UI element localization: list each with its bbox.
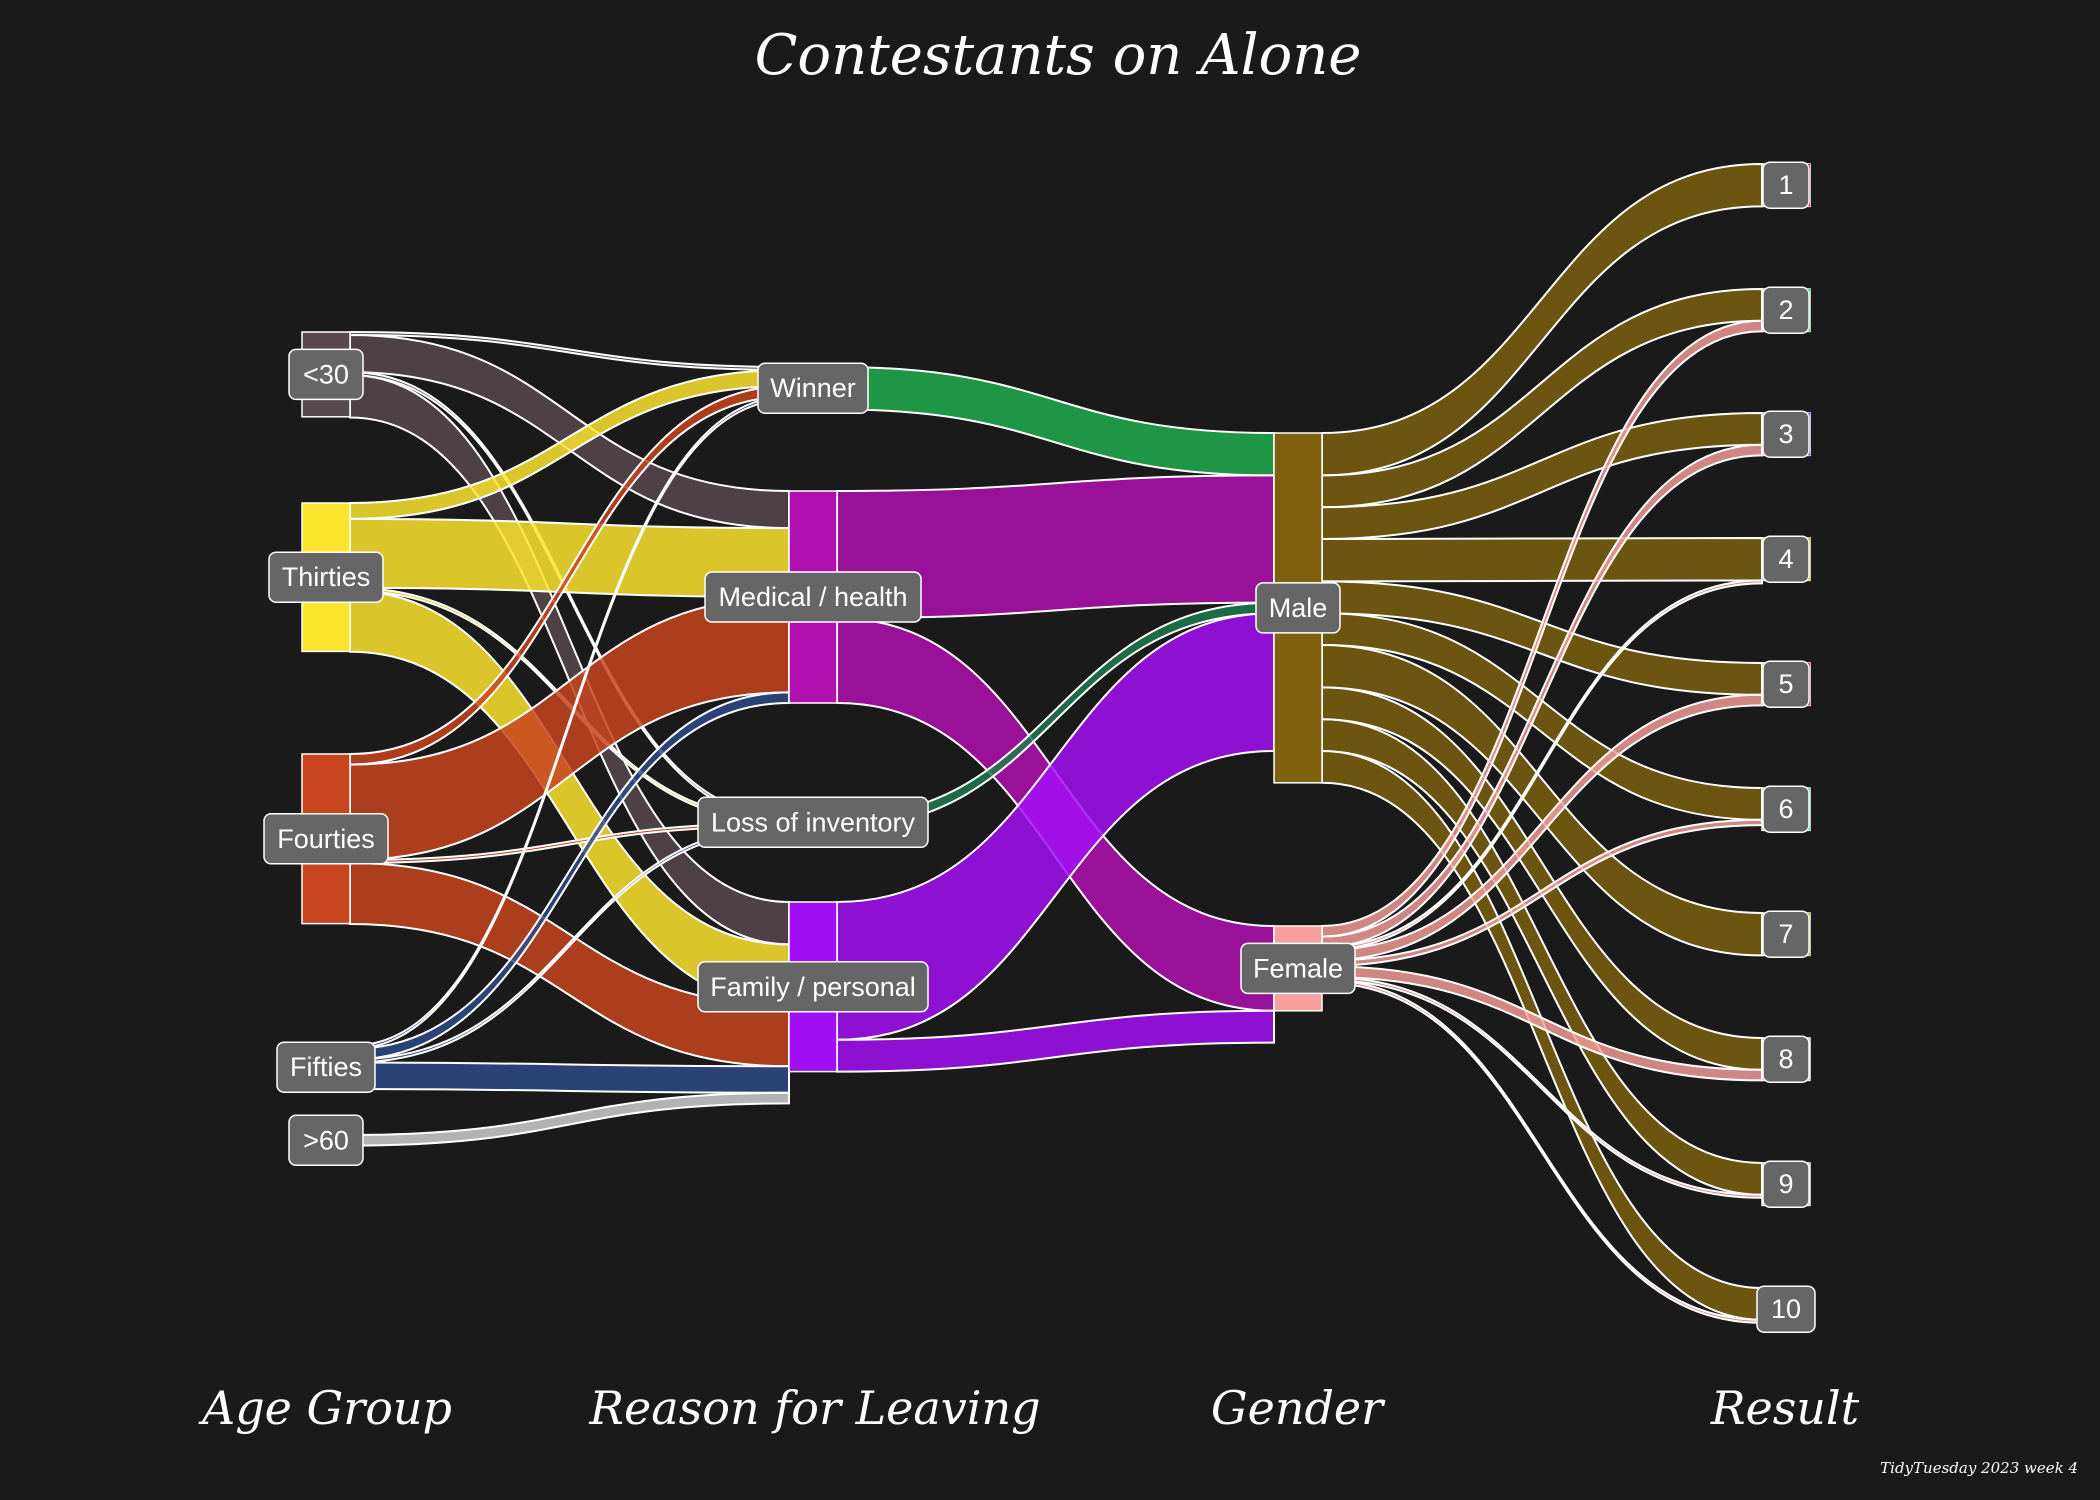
node-label-inventory: Loss of inventory: [697, 796, 929, 849]
node-label-text-r9: 9: [1778, 1169, 1793, 1199]
node-label-r10: 10: [1756, 1285, 1816, 1333]
flow-female-to-r4: [1321, 579, 1763, 952]
node-label-text-sixty: >60: [303, 1125, 349, 1155]
node-label-text-r6: 6: [1778, 794, 1793, 824]
node-label-r8: 8: [1762, 1035, 1810, 1083]
node-label-box-r4: [1762, 535, 1810, 583]
node-label-box-thirties: [268, 551, 384, 603]
node-label-fifties: Fifties: [276, 1041, 376, 1093]
node-label-box-winner: [757, 362, 869, 414]
flow-winner-to-male: [836, 365, 1275, 477]
node-label-box-female: [1240, 942, 1356, 995]
node-label-text-r2: 2: [1778, 295, 1793, 325]
chart-caption: TidyTuesday 2023 week 4: [1880, 1459, 2078, 1477]
node-label-r3: 3: [1762, 410, 1810, 458]
node-label-text-male: Male: [1269, 593, 1328, 623]
node-label-forties: Fourties: [263, 813, 389, 865]
node-label-text-family: Family / personal: [710, 972, 916, 1002]
flow-family-to-female: [836, 1009, 1275, 1073]
node-label-text-thirties: Thirties: [282, 562, 371, 592]
node-label-medical: Medical / health: [704, 571, 922, 623]
node-label-text-winner: Winner: [770, 373, 856, 403]
node-label-box-sixty: [288, 1114, 364, 1167]
node-label-female: Female: [1240, 942, 1356, 995]
node-label-box-forties: [263, 813, 389, 865]
node-label-text-r5: 5: [1778, 669, 1793, 699]
node-label-thirties: Thirties: [268, 551, 384, 603]
sankey-flows: [349, 162, 1763, 1324]
node-label-r2: 2: [1762, 286, 1810, 334]
axis-label-gender: Gender: [1211, 1381, 1386, 1435]
node-label-r4: 4: [1762, 535, 1810, 583]
node-label-box-medical: [704, 571, 922, 623]
node-label-box-r8: [1762, 1035, 1810, 1083]
node-label-text-r7: 7: [1778, 919, 1793, 949]
node-label-u30: <30: [288, 348, 364, 401]
node-label-text-inventory: Loss of inventory: [711, 807, 916, 837]
node-label-r5: 5: [1762, 660, 1810, 708]
node-label-box-r1: [1762, 161, 1810, 209]
node-label-box-fifties: [276, 1041, 376, 1093]
node-label-box-r10: [1756, 1285, 1816, 1333]
node-label-text-r1: 1: [1778, 170, 1793, 200]
node-label-r9: 9: [1762, 1160, 1810, 1208]
node-label-text-r10: 10: [1771, 1294, 1801, 1324]
node-label-box-r5: [1762, 660, 1810, 708]
flow-fifties-to-family: [349, 1061, 790, 1094]
node-label-box-r6: [1762, 785, 1810, 833]
node-label-text-forties: Fourties: [277, 824, 375, 854]
node-label-text-fifties: Fifties: [290, 1052, 362, 1082]
node-label-box-r3: [1762, 410, 1810, 458]
node-label-box-r2: [1762, 286, 1810, 334]
node-label-winner: Winner: [757, 362, 869, 414]
axis-label-result: Result: [1710, 1381, 1860, 1435]
node-label-text-r4: 4: [1778, 544, 1793, 574]
node-label-male: Male: [1255, 582, 1341, 634]
node-label-r1: 1: [1762, 161, 1810, 209]
node-label-text-female: Female: [1253, 953, 1343, 983]
axis-label-age-group: Age Group: [198, 1381, 452, 1435]
node-label-r6: 6: [1762, 785, 1810, 833]
flow-male-to-r4: [1321, 536, 1763, 583]
chart-title: Contestants on Alone: [755, 23, 1362, 88]
node-label-box-inventory: [697, 796, 929, 849]
flow-female-to-r8: [1321, 965, 1763, 1082]
axis-label-reason: Reason for Leaving: [588, 1381, 1040, 1435]
node-label-text-medical: Medical / health: [718, 582, 907, 612]
node-label-box-family: [697, 961, 929, 1013]
node-label-text-u30: <30: [303, 359, 349, 389]
flow-sixty-to-family: [349, 1091, 790, 1147]
node-label-text-r3: 3: [1778, 419, 1793, 449]
node-label-sixty: >60: [288, 1114, 364, 1167]
node-label-box-r7: [1762, 910, 1810, 958]
node-label-text-r8: 8: [1778, 1044, 1793, 1074]
node-label-family: Family / personal: [697, 961, 929, 1013]
node-label-box-male: [1255, 582, 1341, 634]
node-label-box-r9: [1762, 1160, 1810, 1208]
node-label-box-u30: [288, 348, 364, 401]
node-label-r7: 7: [1762, 910, 1810, 958]
